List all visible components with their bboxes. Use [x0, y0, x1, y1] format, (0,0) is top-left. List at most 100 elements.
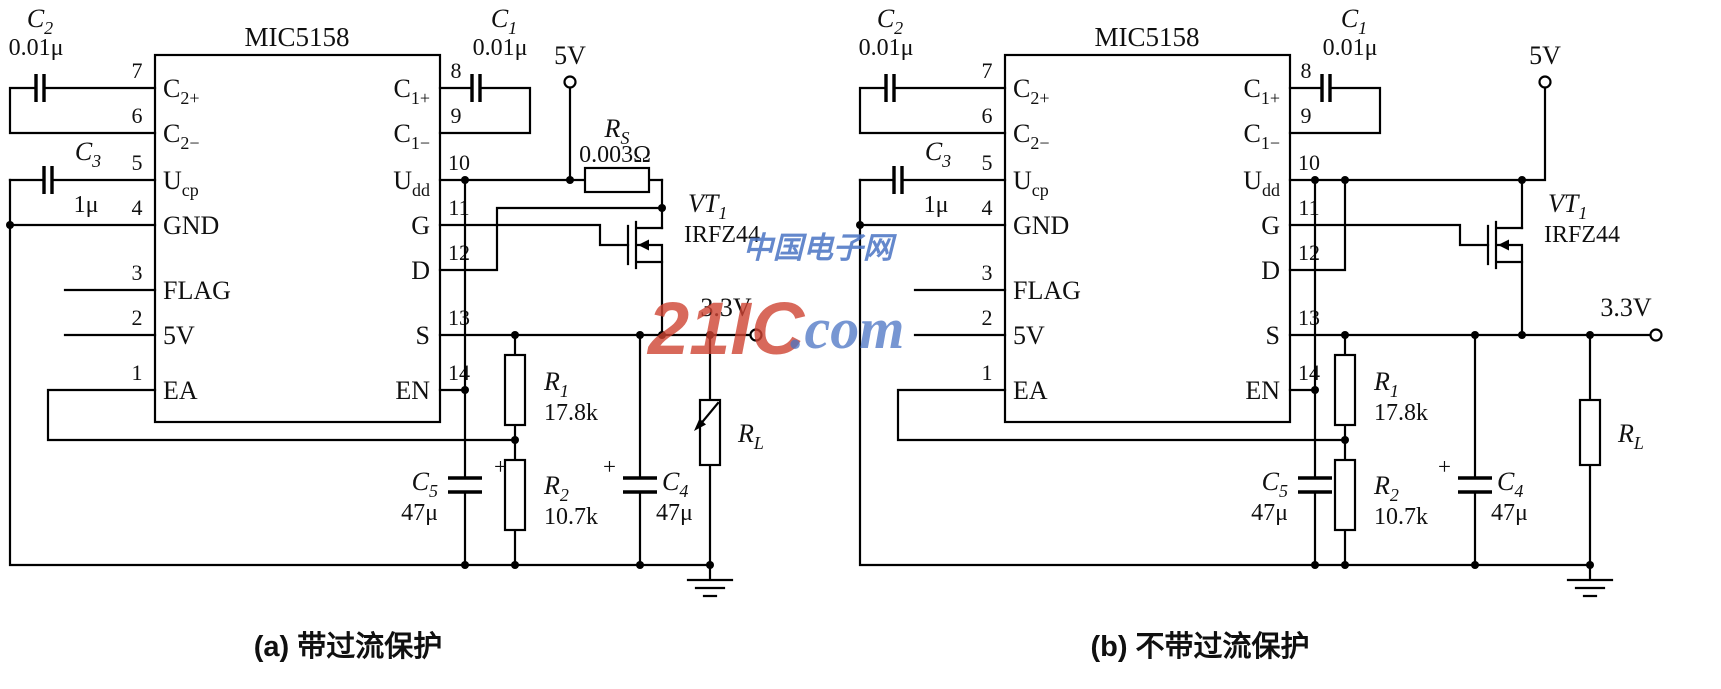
- pin-name-d-b: D: [1261, 256, 1280, 285]
- pin-number-12-b: 12: [1298, 240, 1320, 265]
- r2-value-b: 10.7k: [1374, 504, 1428, 530]
- vin-terminal-a: [563, 75, 577, 89]
- pin-number-14-a: 14: [448, 360, 470, 385]
- ic-title-a: MIC5158: [244, 22, 349, 52]
- resistor-r1-a: [503, 353, 527, 427]
- vout-label-b: 3.3V: [1600, 293, 1652, 322]
- pin-number-8-a: 8: [451, 58, 462, 83]
- c3-value-b: 1μ: [924, 192, 949, 218]
- pin-name-c1p-a: C1+: [394, 74, 431, 108]
- capacitor-c2-b: C2 0.01μ: [859, 4, 1007, 135]
- capacitor-c1-b: C1 0.01μ: [1288, 4, 1382, 135]
- pin-number-6-b: 6: [982, 103, 993, 128]
- caption-b: (b) 不带过流保护: [1090, 630, 1309, 663]
- watermark-cn-text: 中国电子网: [743, 232, 897, 265]
- pin-number-10-b: 10: [1298, 150, 1320, 175]
- c4-value-a: 47μ: [656, 500, 693, 526]
- c5-polarity-a: +: [494, 454, 507, 479]
- c4-designator-b: C4: [1497, 467, 1523, 501]
- c2-value-a: 0.01μ: [9, 35, 64, 61]
- resistor-rs-a: [583, 166, 651, 194]
- r1-value-b: 17.8k: [1374, 400, 1428, 426]
- pin-name-flag-a: FLAG: [163, 276, 231, 305]
- ground-net-a: [8, 178, 734, 598]
- c5-value-a: 47μ: [401, 500, 438, 526]
- pin-name-ucp-b: Ucp: [1013, 166, 1049, 200]
- r2-designator-b: R2: [1373, 471, 1399, 505]
- pin-name-ucp-a: Ucp: [163, 166, 199, 200]
- pin-name-udd-b: Udd: [1243, 166, 1280, 200]
- r2-value-a: 10.7k: [544, 504, 598, 530]
- vout-label-a: 3.3V: [700, 293, 752, 322]
- pin-number-2-a: 2: [132, 305, 143, 330]
- vin-label-b: 5V: [1529, 41, 1561, 70]
- pin-name-d-a: D: [411, 256, 430, 285]
- pin-name-ea-a: EA: [163, 376, 198, 405]
- c2-designator-a: C2: [27, 4, 53, 38]
- c2-designator-b: C2: [877, 4, 903, 38]
- pin-number-1-a: 1: [132, 360, 143, 385]
- pin-name-5v-a: 5V: [163, 321, 195, 350]
- load-arrowhead-a: [694, 418, 706, 431]
- c4-polarity-a: +: [603, 454, 616, 479]
- watermark: 中国电子网 21IC .com: [646, 232, 904, 370]
- resistor-rl-a: [698, 398, 722, 467]
- r1-designator-b: R1: [1373, 367, 1399, 401]
- resistor-r2-b: [1333, 458, 1357, 532]
- watermark-brand-text: 21IC: [646, 287, 806, 370]
- mosfet-vt1-b: VT1 IRFZ44: [1288, 178, 1620, 337]
- c5-designator-a: C5: [412, 467, 438, 501]
- pin-number-5-a: 5: [132, 150, 143, 175]
- capacitor-c3-a: C3 1μ: [8, 137, 157, 218]
- pin-number-7-a: 7: [132, 58, 143, 83]
- c5-value-b: 47μ: [1251, 500, 1288, 526]
- circuit-b: MIC5158 7 6 5 4 3 2 1 C2+ C2− Ucp GND FL…: [856, 4, 1663, 663]
- watermark-dotcom-text: .com: [790, 296, 904, 361]
- pin-name-c1m-a: C1−: [394, 119, 431, 153]
- pin-name-en-a: EN: [395, 376, 430, 405]
- pin-name-udd-a: Udd: [393, 166, 430, 200]
- vt1-designator-b: VT1: [1548, 189, 1587, 223]
- vin-terminal-b: [1538, 75, 1552, 89]
- pin-name-c1p-b: C1+: [1244, 74, 1281, 108]
- pin-number-4-b: 4: [982, 195, 993, 220]
- output-net-a: 3.3V R1 17.8k R2 10.7k + C4 47μ RL: [438, 293, 764, 567]
- ic-a: MIC5158 7 6 5 4 3 2 1 C2+ C2− Ucp GND FL…: [63, 22, 470, 424]
- c1-value-b: 0.01μ: [1323, 35, 1378, 61]
- feedback-wire-b: [896, 388, 1347, 442]
- pin-number-1-b: 1: [982, 360, 993, 385]
- capacitor-c2-a: C2 0.01μ: [9, 4, 157, 135]
- rs-value-a: 0.003Ω: [579, 142, 651, 168]
- ic-title-b: MIC5158: [1094, 22, 1199, 52]
- pin-name-c2p-a: C2+: [163, 74, 200, 108]
- rs-designator-a: RS: [604, 114, 630, 148]
- resistor-r2-a: [503, 458, 527, 532]
- c1-designator-a: C1: [491, 4, 517, 38]
- pin-number-6-a: 6: [132, 103, 143, 128]
- pin-name-gnd-a: GND: [163, 211, 219, 240]
- c5-designator-b: C5: [1262, 467, 1288, 501]
- r1-designator-a: R1: [543, 367, 569, 401]
- c1-designator-b: C1: [1341, 4, 1367, 38]
- vt1-part-b: IRFZ44: [1544, 222, 1620, 248]
- c2-value-b: 0.01μ: [859, 35, 914, 61]
- pin-name-g-a: G: [411, 211, 430, 240]
- c3-value-a: 1μ: [74, 192, 99, 218]
- pin-number-2-b: 2: [982, 305, 993, 330]
- resistor-r1-b: [1333, 353, 1357, 427]
- caption-a: (a) 带过流保护: [254, 630, 443, 663]
- pin-number-12-a: 12: [448, 240, 470, 265]
- pin-name-flag-b: FLAG: [1013, 276, 1081, 305]
- pin-number-8-b: 8: [1301, 58, 1312, 83]
- pin-name-c1m-b: C1−: [1244, 119, 1281, 153]
- vout-terminal-b: [1649, 328, 1663, 342]
- pin-name-s-a: S: [416, 321, 430, 350]
- rl-designator-b: RL: [1617, 419, 1644, 453]
- pin-number-7-b: 7: [982, 58, 993, 83]
- pin-number-9-a: 9: [451, 103, 462, 128]
- vt1-designator-a: VT1: [688, 189, 727, 223]
- ground-symbol-b: [1566, 563, 1614, 598]
- pin-name-g-b: G: [1261, 211, 1280, 240]
- pin-number-13-b: 13: [1298, 305, 1320, 330]
